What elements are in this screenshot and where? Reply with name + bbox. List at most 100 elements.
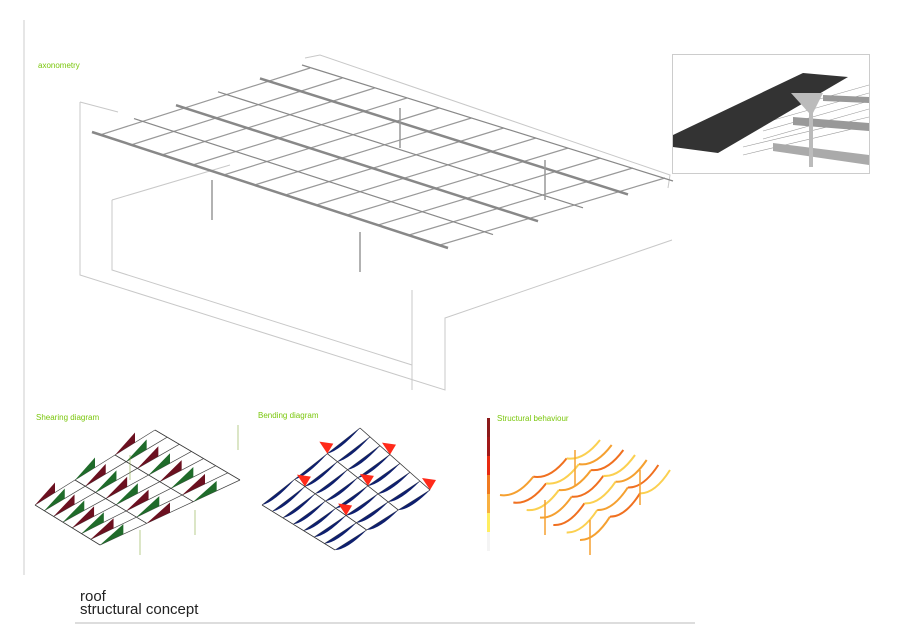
roof-purlin <box>223 107 440 176</box>
roof-purlin <box>347 147 569 216</box>
axonometry-label: axonometry <box>38 61 80 70</box>
diagram-girder <box>114 454 194 503</box>
shearing-diagram-label: Shearing diagram <box>36 413 100 422</box>
moment-area <box>378 472 410 494</box>
legend-color-bar <box>487 456 490 475</box>
shear-area <box>85 463 106 487</box>
moment-area <box>303 508 336 531</box>
negative-moment-area <box>319 441 334 454</box>
legend-color-bar <box>487 513 490 532</box>
deformed-member <box>590 449 625 472</box>
moment-area <box>315 469 348 494</box>
shear-area <box>44 488 65 511</box>
legend-color-bar <box>487 532 490 551</box>
moment-area <box>337 436 370 462</box>
deformed-member <box>526 489 560 512</box>
roof-purlin <box>285 127 504 196</box>
shear-area <box>170 467 194 489</box>
bending-diagram-label: Bending diagram <box>258 411 319 420</box>
shear-area <box>146 502 170 524</box>
shear-area <box>159 460 182 482</box>
moment-area <box>366 510 399 530</box>
moment-area <box>357 454 390 478</box>
legend-color-bar <box>487 475 490 494</box>
structural-behaviour-diagram <box>487 418 671 555</box>
deformed-member <box>499 476 535 497</box>
deformed-member <box>615 459 648 483</box>
shear-area <box>35 482 55 505</box>
shear-area <box>115 432 135 455</box>
negative-moment-area <box>382 442 396 455</box>
roof-purlin <box>99 67 311 136</box>
moment-area <box>335 485 368 509</box>
deformed-member <box>553 502 586 527</box>
deformed-member <box>603 454 636 477</box>
deformed-member <box>558 469 592 492</box>
moment-area <box>388 481 420 502</box>
moment-area <box>314 515 347 538</box>
moment-area <box>262 479 295 505</box>
moment-area <box>325 477 358 502</box>
structural-behaviour-label: Structural behaviour <box>497 414 569 423</box>
roof-girder <box>217 91 584 209</box>
shear-area <box>105 476 128 499</box>
shear-area <box>136 496 160 518</box>
roof-purlin <box>254 117 472 186</box>
roof-girder <box>175 104 539 223</box>
deformed-member <box>533 457 568 478</box>
diagram-girder <box>359 427 431 491</box>
negative-moment-area <box>296 474 311 487</box>
legend-color-bar <box>487 494 490 513</box>
deformed-member <box>627 464 660 489</box>
deformed-member <box>566 439 601 460</box>
roof-structure <box>91 64 674 272</box>
roof-purlin <box>439 177 666 246</box>
moment-area <box>304 461 338 487</box>
shear-area <box>90 518 114 540</box>
shear-area <box>137 446 159 469</box>
roof-purlin <box>192 97 407 166</box>
negative-moment-area <box>338 503 353 516</box>
roof-girder <box>259 77 629 196</box>
shear-area <box>53 494 75 517</box>
moment-area <box>272 486 305 512</box>
shear-area <box>75 457 95 480</box>
diagram-girder <box>154 429 241 481</box>
shear-area <box>72 506 95 528</box>
diagram-girder <box>294 479 367 531</box>
deformed-member <box>539 496 573 519</box>
roof-purlin <box>378 157 601 226</box>
moment-area <box>324 522 357 544</box>
deformed-member <box>513 482 547 504</box>
moment-area <box>282 493 316 518</box>
negative-moment-area <box>359 473 374 486</box>
diagram-girder <box>327 453 399 511</box>
moment-area <box>294 453 328 480</box>
deformed-member <box>597 486 629 512</box>
shear-area <box>193 480 217 502</box>
moment-area <box>356 501 389 523</box>
shear-area <box>126 489 149 511</box>
legend-color-bar <box>487 437 490 456</box>
roof-purlin <box>316 137 537 206</box>
diagram-girder <box>34 504 101 546</box>
diagram-girder <box>261 504 336 551</box>
roof-girder <box>91 130 449 250</box>
shear-area <box>62 500 85 523</box>
axonometry-drawing <box>79 54 673 391</box>
diagram-member <box>272 436 371 512</box>
bending-diagram <box>261 427 436 551</box>
roof-purlin <box>130 77 343 146</box>
roof-girder <box>301 64 674 182</box>
legend-color-bar <box>487 418 490 437</box>
moment-area <box>346 493 379 516</box>
title-line-structural-concept: structural concept <box>80 601 199 618</box>
deformed-member <box>571 475 605 498</box>
shearing-diagram <box>34 425 241 555</box>
roof-girder <box>133 118 494 236</box>
deformed-member <box>566 509 599 534</box>
deformed-member <box>578 444 613 466</box>
deformed-member <box>579 516 611 542</box>
diagram-girder <box>74 479 147 524</box>
